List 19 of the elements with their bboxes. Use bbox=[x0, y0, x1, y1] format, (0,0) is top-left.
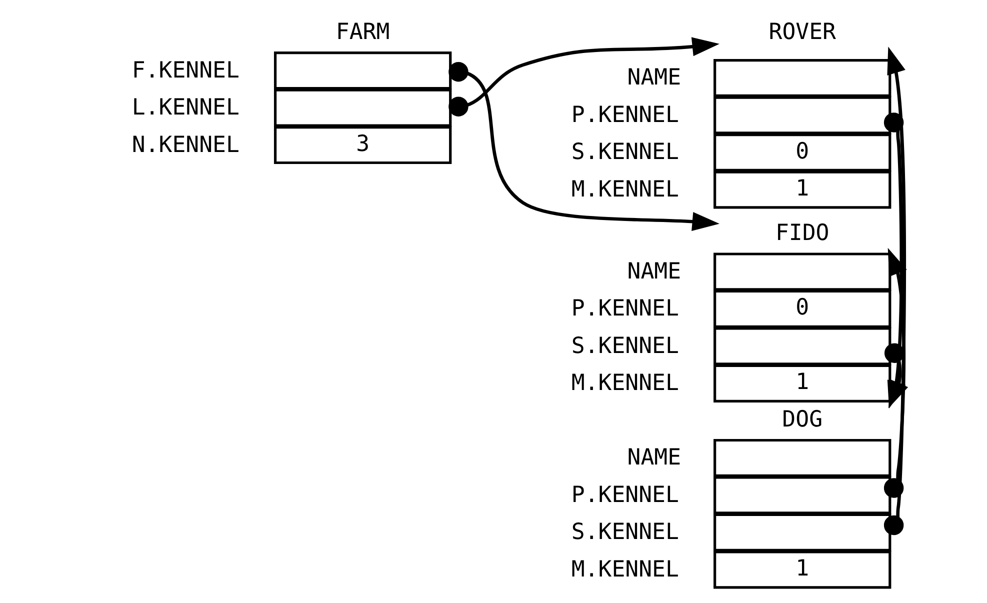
node-text: DOG bbox=[782, 406, 822, 432]
node-text: FARM bbox=[335, 19, 390, 46]
node-label: NAME bbox=[626, 444, 681, 471]
node-label: P.KENNEL bbox=[570, 296, 678, 322]
node-label: P.KENNEL bbox=[570, 102, 678, 128]
node-label: M.KENNEL bbox=[570, 370, 678, 396]
node-text: FIDO bbox=[774, 220, 829, 246]
node-label: S.KENNEL bbox=[570, 139, 678, 166]
node-label: L.KENNEL bbox=[131, 94, 239, 121]
node-label: P.KENNEL bbox=[570, 482, 678, 508]
node-label: NAME bbox=[626, 258, 681, 284]
node-label: S.KENNEL bbox=[570, 519, 678, 546]
node-label: NAME bbox=[626, 64, 681, 91]
node-label: S.KENNEL bbox=[570, 332, 678, 359]
node-label: M.KENNEL bbox=[570, 176, 678, 202]
node-label: M.KENNEL bbox=[570, 556, 678, 582]
node-text: ROVER bbox=[768, 19, 836, 46]
node-label: F.KENNEL bbox=[131, 57, 239, 84]
node-label: N.KENNEL bbox=[131, 132, 239, 158]
